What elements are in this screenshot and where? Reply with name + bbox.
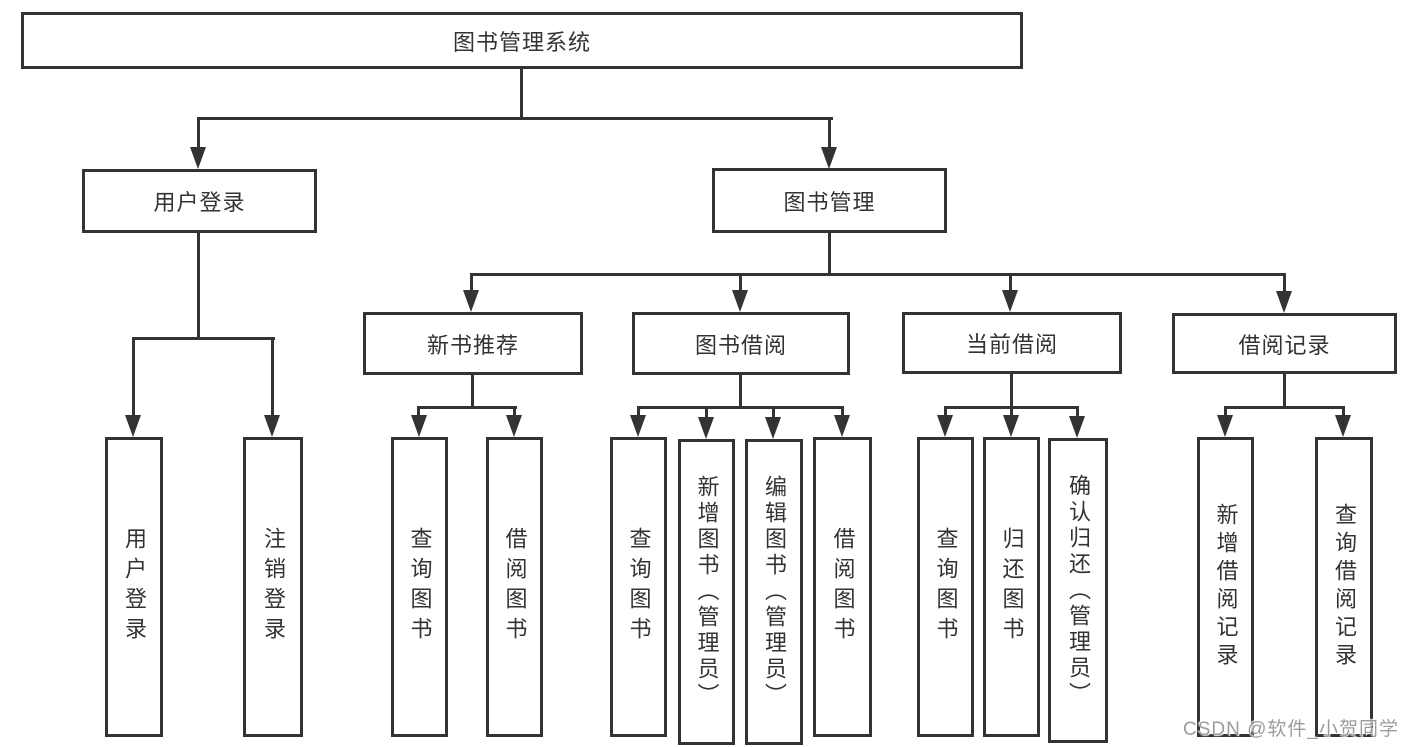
node-library-system: 图书管理系统 xyxy=(21,12,1023,69)
node-book-borrowing: 图书借阅 xyxy=(632,312,850,375)
connector-shaft xyxy=(1224,406,1227,418)
connector-book-borrow-rail xyxy=(637,406,844,409)
connector-shaft xyxy=(417,406,420,418)
connector-borrow-records-stem xyxy=(1283,374,1286,409)
arrow-down-icon xyxy=(765,417,781,439)
arrow-down-icon xyxy=(1217,415,1233,437)
node-bb-borrow-books: 借阅图书 xyxy=(813,437,872,737)
connector-shaft xyxy=(944,406,947,418)
node-new-book-recommend: 新书推荐 xyxy=(363,312,583,375)
arrow-down-icon xyxy=(1003,415,1019,437)
connector-current-borrow-stem xyxy=(1010,374,1013,409)
arrow-down-icon xyxy=(821,147,837,169)
arrow-down-icon xyxy=(411,415,427,437)
connector-shaft xyxy=(132,337,135,417)
arrow-down-icon xyxy=(937,415,953,437)
node-cb-confirm-return-admin: 确认归还（管理员） xyxy=(1048,438,1108,743)
connector-shaft xyxy=(470,273,473,293)
node-logout-action: 注销登录 xyxy=(243,437,303,737)
node-br-query-record: 查询借阅记录 xyxy=(1315,437,1373,737)
connector-shaft xyxy=(1076,406,1079,418)
arrow-down-icon xyxy=(698,417,714,439)
node-br-add-record: 新增借阅记录 xyxy=(1197,437,1254,737)
connector-user-login-shaft xyxy=(197,117,200,149)
arrow-down-icon xyxy=(125,415,141,437)
arrow-down-icon xyxy=(264,415,280,437)
arrow-down-icon xyxy=(732,290,748,312)
connector-shaft xyxy=(772,406,775,418)
arrow-down-icon xyxy=(506,415,522,437)
watermark-text: CSDN @软件_小贺同学 xyxy=(1183,719,1399,740)
connector-shaft xyxy=(271,337,274,417)
arrow-down-icon xyxy=(1335,415,1351,437)
connector-shaft xyxy=(1283,273,1286,293)
node-nb-query-books: 查询图书 xyxy=(391,437,448,737)
connector-new-book-rail xyxy=(417,406,517,409)
connector-level3-rail xyxy=(470,273,1286,276)
arrow-down-icon xyxy=(190,147,206,169)
arrow-down-icon xyxy=(630,415,646,437)
connector-book-mgmt-stem xyxy=(828,233,831,276)
connector-new-book-stem xyxy=(471,375,474,409)
connector-shaft xyxy=(637,406,640,418)
arrow-down-icon xyxy=(834,415,850,437)
arrow-down-icon xyxy=(1069,416,1085,438)
connector-book-borrow-stem xyxy=(739,375,742,409)
node-borrowing-records: 借阅记录 xyxy=(1172,313,1397,374)
connector-shaft xyxy=(739,273,742,293)
node-cb-query-books: 查询图书 xyxy=(917,437,974,737)
arrow-down-icon xyxy=(1002,290,1018,312)
connector-root-stem xyxy=(520,69,523,119)
node-user-login-action: 用户登录 xyxy=(105,437,163,737)
node-cb-return-books: 归还图书 xyxy=(983,437,1040,737)
connector-user-login-rail xyxy=(132,337,275,340)
node-current-borrowing: 当前借阅 xyxy=(902,312,1122,374)
connector-user-login-stem xyxy=(197,233,200,340)
node-bb-add-books-admin: 新增图书（管理员） xyxy=(678,439,735,745)
connector-shaft xyxy=(705,406,708,418)
node-user-login: 用户登录 xyxy=(82,169,317,233)
node-bb-edit-books-admin: 编辑图书（管理员） xyxy=(745,439,803,745)
connector-shaft xyxy=(1342,406,1345,418)
arrow-down-icon xyxy=(1276,291,1292,313)
connector-shaft xyxy=(841,406,844,418)
node-bb-query-books: 查询图书 xyxy=(610,437,667,737)
connector-shaft xyxy=(1010,406,1013,418)
connector-shaft xyxy=(513,406,516,418)
connector-shaft xyxy=(1009,273,1012,293)
connector-level2-rail xyxy=(197,117,833,120)
connector-book-mgmt-shaft xyxy=(828,117,831,149)
node-nb-borrow-books: 借阅图书 xyxy=(486,437,543,737)
node-book-management: 图书管理 xyxy=(712,168,947,233)
connector-borrow-records-rail xyxy=(1224,406,1345,409)
arrow-down-icon xyxy=(463,290,479,312)
